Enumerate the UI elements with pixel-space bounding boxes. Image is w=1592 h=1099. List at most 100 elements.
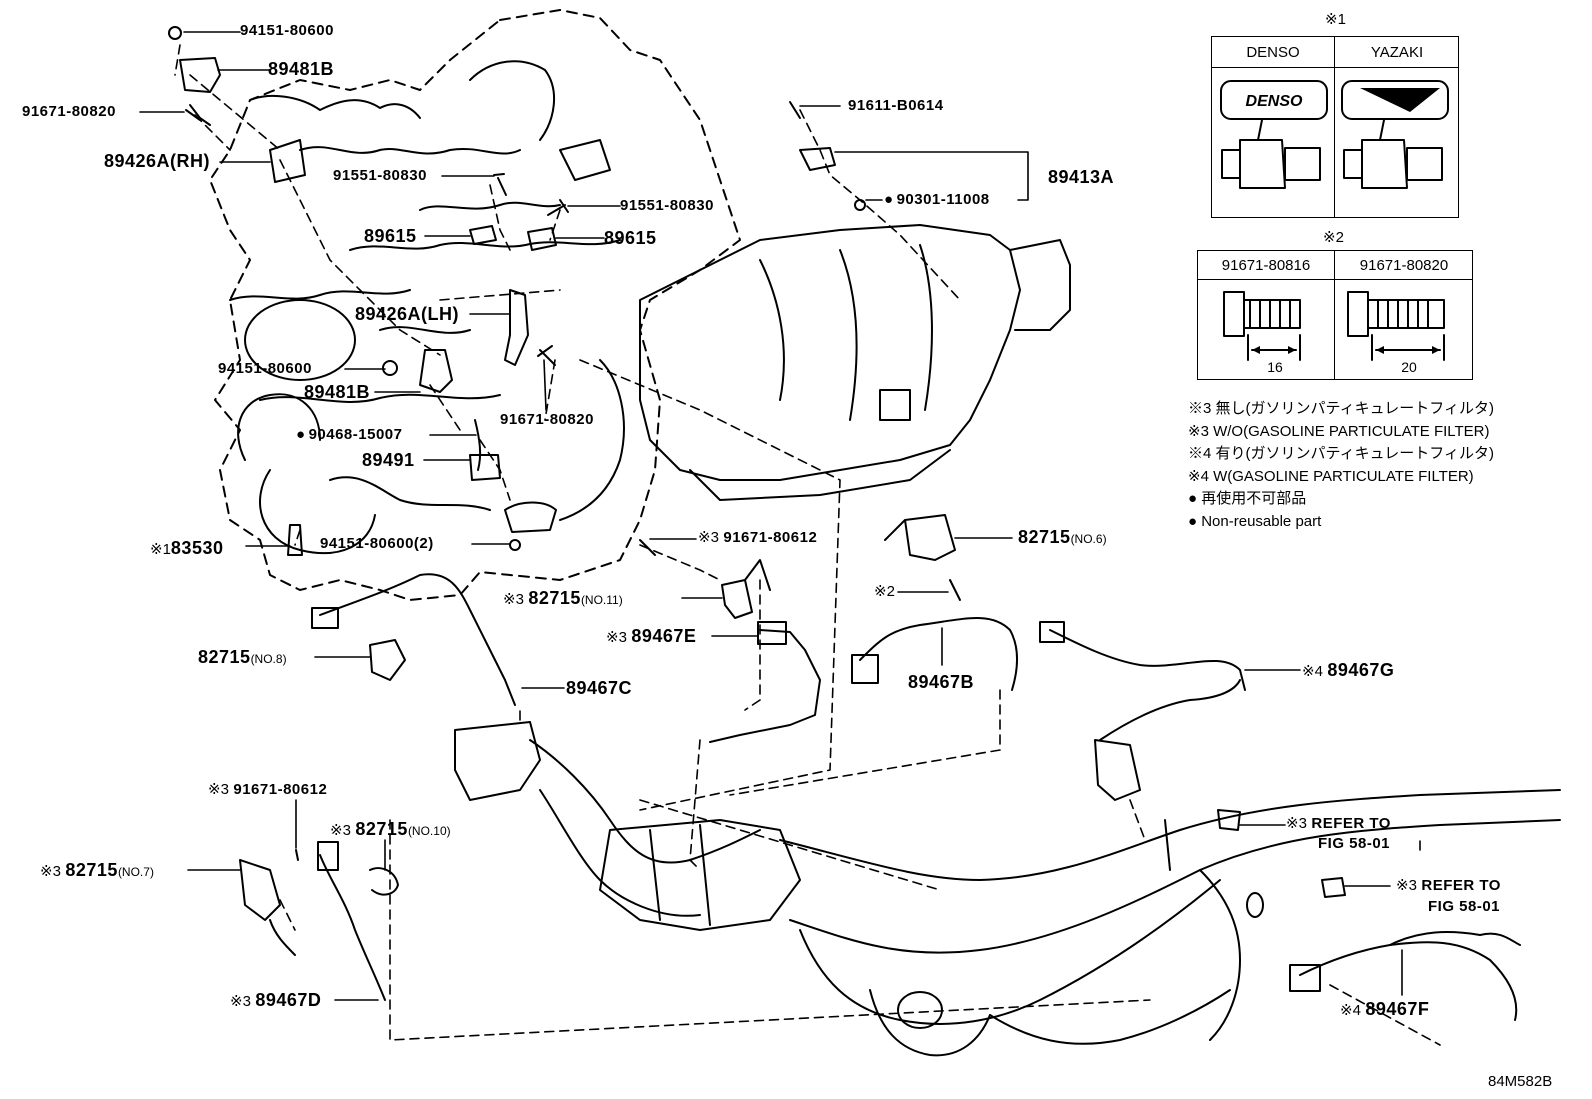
engine-detail-4 <box>349 239 621 251</box>
note-nonreusable-jp: ● 再使用不可部品 <box>1188 490 1307 507</box>
box1-header-rule <box>1212 67 1458 68</box>
label-89467f: ※4 89467F <box>1340 999 1430 1019</box>
sensor-89467e <box>709 629 821 743</box>
refer-callout-1[interactable]: ※3 REFER TO <box>1286 815 1391 832</box>
mark-2-bolt: ※2 <box>874 583 895 600</box>
label-89481b-top: 89481B <box>268 59 335 79</box>
pulley-arc <box>237 393 321 461</box>
label-82715-no6: 82715(NO.6) <box>1018 527 1107 547</box>
label-91611-b0614: 91611-B0614 <box>848 97 944 114</box>
box1-yazaki-sensor <box>1343 119 1443 189</box>
sensor-89467f-branch <box>1389 931 1521 946</box>
label-89467e: ※3 89467E <box>606 626 697 646</box>
engine-detail-3 <box>229 289 411 301</box>
box2-dim-16-label: 16 <box>1267 359 1283 375</box>
label-89426a-rh: 89426A(RH) <box>104 151 211 171</box>
pipe-joint <box>897 991 943 1029</box>
transmission-body <box>639 224 1021 481</box>
bolt-91671-80612-low <box>295 849 299 861</box>
transmission-rib-3 <box>919 244 933 411</box>
pipe-ring <box>1164 819 1171 871</box>
label-91551-80830-a: 91551-80830 <box>333 167 427 184</box>
sensor-89413a <box>799 147 836 171</box>
note-3-jp: ※3 無し(ガソリンパティキュレートフィルタ) <box>1188 400 1495 417</box>
front-pipe-top <box>779 789 1561 881</box>
label-94151-80600-top: 94151-80600 <box>240 22 334 39</box>
connector-89467c <box>311 607 339 629</box>
label-94151-80600-lh: 94151-80600 <box>218 360 312 377</box>
sensor-89467d <box>319 854 386 1001</box>
clip-90468 <box>474 419 482 471</box>
bracket-82715-no11 <box>721 559 771 619</box>
pipe-end-gasket <box>1246 892 1264 918</box>
figure-code: 84M582B <box>1488 1073 1553 1090</box>
sensor-89467b <box>859 617 1018 691</box>
transmission-rib-1 <box>759 259 785 401</box>
cam-sensor-top <box>179 57 221 93</box>
bolt-91671-rh <box>185 104 211 126</box>
block-rib-2 <box>419 201 561 211</box>
engine-detail-9 <box>559 359 625 521</box>
refer-callout-1-fig[interactable]: FIG 58-01 <box>1318 835 1391 852</box>
catalyst-rib-1 <box>649 829 661 921</box>
bolt-variant-table: 91671-80816 91671-80820 16 20 <box>1197 250 1473 380</box>
exhaust-manifold-lower <box>539 789 701 917</box>
label-82715-no10: ※3 82715(NO.10) <box>330 819 451 839</box>
engine-detail-2 <box>299 146 521 155</box>
box2-dim-20 <box>1371 334 1445 361</box>
bolt-91671-80612-top <box>639 539 656 556</box>
engine-detail-1 <box>249 94 421 119</box>
label-91551-80830-b: 91551-80830 <box>620 197 714 214</box>
label-94151-80600-2: 94151-80600(2) <box>320 535 434 552</box>
connector-89467e <box>757 621 787 645</box>
label-91671-80612-low: ※3 91671-80612 <box>208 781 328 798</box>
exhaust-flange <box>454 721 541 801</box>
refer-callout-2[interactable]: ※3 REFER TO <box>1396 877 1501 894</box>
gasket-90301 <box>854 199 866 211</box>
engine-detail-7 <box>559 139 611 181</box>
pipe-bend <box>869 989 991 1057</box>
engine-detail-8 <box>329 476 491 511</box>
label-82715-no7: ※3 82715(NO.7) <box>40 860 154 880</box>
box1-title: ※1 <box>1325 11 1346 28</box>
box2-col-1: 91671-80816 <box>1221 257 1311 274</box>
bracket-rh <box>269 139 306 183</box>
cam-sensor-lh <box>419 349 453 393</box>
bracket-82715-no6 <box>884 514 956 561</box>
box2-divider <box>1198 251 1335 379</box>
label-89413a: 89413A <box>1048 167 1115 187</box>
sensor-89467g <box>1049 629 1246 691</box>
connector-89467b <box>851 654 879 684</box>
label-82715-no11: ※3 82715(NO.11) <box>503 588 623 608</box>
label-90301-11008: 90301-11008 <box>884 192 990 207</box>
label-89467c: 89467C <box>566 678 633 698</box>
gasket-top <box>168 26 182 40</box>
box2-header-rule <box>1198 279 1472 280</box>
connector-variant-table: DENSO YAZAKI DENSO <box>1211 36 1459 218</box>
rear-pipe-upper <box>1199 869 1241 1041</box>
transmission-pan <box>689 449 951 501</box>
nut-94151-2 <box>509 539 521 551</box>
switch-83530 <box>287 524 303 556</box>
crank-sensor-bracket <box>504 501 557 533</box>
block-rib-1 <box>379 326 471 334</box>
harness-no7 <box>269 919 296 956</box>
bracket-82715-no10 <box>369 867 399 896</box>
box1-col-denso: DENSO <box>1246 44 1300 61</box>
label-91671-80612-top: ※3 91671-80612 <box>698 529 818 546</box>
sensor-89615-b <box>527 227 557 251</box>
bracket-82715-no7 <box>239 859 281 921</box>
note-4-en: ※4 W(GASOLINE PARTICULATE FILTER) <box>1188 467 1474 485</box>
refer-callout-2-fig[interactable]: FIG 58-01 <box>1428 898 1501 915</box>
note-4-jp: ※4 有り(ガソリンパティキュレートフィルタ) <box>1188 445 1495 462</box>
label-89426a-lh: 89426A(LH) <box>355 304 460 324</box>
bracket-lh <box>504 289 529 366</box>
note-3-en: ※3 W/O(GASOLINE PARTICULATE FILTER) <box>1188 422 1490 440</box>
exhaust-manifold <box>529 739 761 864</box>
connector-89467d <box>317 841 339 871</box>
transmission-rib-2 <box>839 249 858 421</box>
label-89467b: 89467B <box>908 672 975 692</box>
box2-bolt-16 <box>1223 291 1301 337</box>
